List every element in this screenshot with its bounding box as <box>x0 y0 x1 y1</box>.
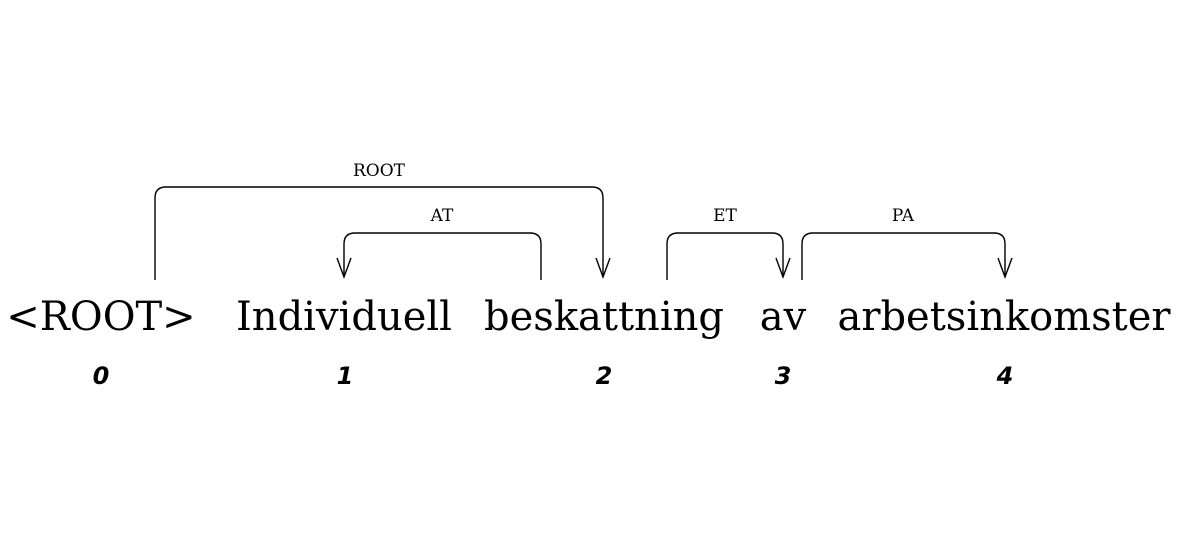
arrowhead <box>336 257 352 280</box>
token-2: beskattning <box>484 294 724 340</box>
arc-label-et: ET <box>713 206 737 226</box>
arc-et: ET <box>666 206 791 280</box>
arrowhead <box>595 257 611 280</box>
arc-root: ROOT <box>154 161 611 280</box>
token-4: arbetsinkomster <box>837 294 1171 340</box>
token-3: av <box>760 294 807 340</box>
token-index-2: 2 <box>596 362 613 390</box>
token-1: Individuell <box>236 294 452 340</box>
arrowhead <box>775 257 791 280</box>
token-index-4: 4 <box>996 362 1014 390</box>
index-row: 0 1 2 3 4 <box>93 362 1014 390</box>
arc-at: AT <box>336 206 542 280</box>
arc-label-pa: PA <box>892 206 915 226</box>
arc-label-at: AT <box>430 206 454 226</box>
token-0: <ROOT> <box>6 294 195 340</box>
token-index-1: 1 <box>337 362 354 390</box>
arc-label-root: ROOT <box>353 161 406 181</box>
token-index-0: 0 <box>93 362 110 390</box>
arrowhead <box>997 257 1013 280</box>
token-row: <ROOT> Individuell beskattning av arbets… <box>6 294 1171 340</box>
arc-pa: PA <box>801 206 1013 280</box>
token-index-3: 3 <box>775 362 792 390</box>
